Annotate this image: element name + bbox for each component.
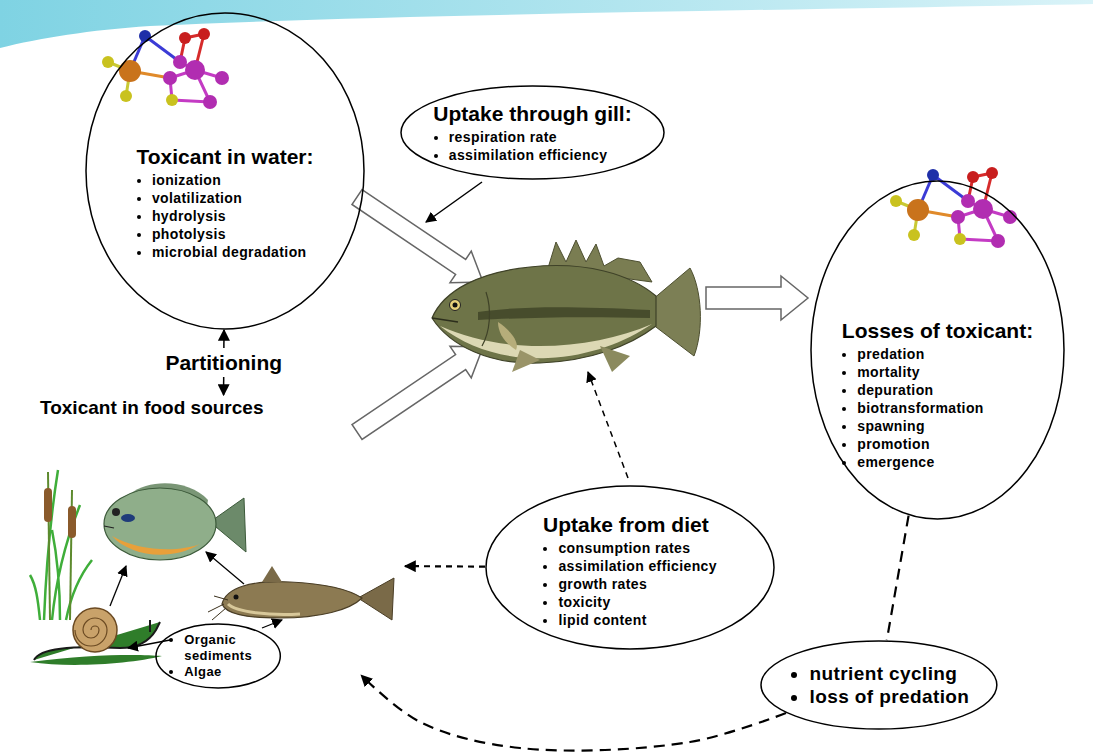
bass-mouth — [432, 318, 458, 322]
tail-fin — [652, 268, 700, 356]
bullet-item: respiration rate — [449, 128, 632, 146]
node-text-block: Losses of toxicant: predationmortalitydep… — [842, 318, 1033, 471]
bullet-item: mortality — [857, 363, 1033, 381]
catfish-eye — [234, 595, 239, 600]
snail-foot — [30, 655, 162, 665]
node-text-block: Organic sedimentsAlgae — [170, 632, 266, 680]
bass-illustration — [432, 240, 700, 372]
bullet-item: lipid content — [558, 611, 717, 629]
sunfish-belly — [112, 536, 200, 555]
lateral-stripe — [478, 307, 650, 320]
uptake-arrow — [346, 181, 493, 298]
sunfish-eye — [112, 508, 120, 516]
catfish-illustration — [208, 566, 394, 620]
shell-spiral — [75, 618, 107, 646]
gill-ellipse: Uptake through gill: respiration rateassi… — [400, 85, 665, 180]
molecule-icon — [890, 167, 1017, 248]
food-web-arrow — [262, 620, 282, 628]
bullet-item: growth rates — [558, 575, 717, 593]
sunfish-illustration — [104, 483, 246, 560]
bullet-item: assimilation efficiency — [558, 557, 717, 575]
catfish-barbels — [208, 596, 228, 620]
bullet-item: consumption rates — [558, 539, 717, 557]
outline-ellipse — [486, 486, 774, 649]
food-web-arrow — [206, 552, 244, 584]
bullet-item: microbial degradation — [152, 243, 314, 261]
node-heading: Toxicant in water: — [137, 144, 314, 169]
bullet-item: emergence — [857, 453, 1033, 471]
diet-ellipse: Uptake from diet consumption ratesassimil… — [485, 485, 775, 650]
bullet-item: hydrolysis — [152, 207, 314, 225]
catfish-belly — [228, 604, 300, 615]
bullet-item: Organic sediments — [184, 632, 266, 664]
bullet-item: loss of predation — [809, 685, 969, 708]
bullet-item: promotion — [857, 435, 1033, 453]
bullet-item: photolysis — [152, 225, 314, 243]
node-heading: Uptake through gill: — [433, 101, 631, 126]
bullet-item: toxicity — [558, 593, 717, 611]
cattail-head — [44, 488, 52, 522]
bullet-item: assimilation efficiency — [449, 146, 632, 164]
bullet-item: biotransformation — [857, 399, 1033, 417]
molecule-icon — [102, 28, 229, 109]
bullet-item: volatilization — [152, 189, 314, 207]
sunfish-body — [104, 488, 216, 560]
bullet-item: predation — [857, 345, 1033, 363]
dashed-connector — [405, 565, 485, 568]
snail-illustration — [30, 608, 162, 665]
pointer-line — [588, 372, 628, 478]
dashed-connector — [361, 675, 786, 750]
node-heading: Losses of toxicant: — [842, 318, 1033, 343]
ear-flap — [121, 514, 135, 522]
bullet-item: ionization — [152, 171, 314, 189]
node-text-block: Toxicant in food sources — [40, 395, 263, 422]
node-text-block: nutrient cyclingloss of predation — [789, 662, 970, 708]
sunfish-mouth — [104, 526, 114, 528]
snail-shell — [73, 608, 117, 652]
pointer-line — [426, 182, 482, 222]
node-outline — [85, 12, 365, 330]
bullet-item: Algae — [184, 664, 266, 680]
cycling-ellipse: nutrient cyclingloss of predation — [760, 640, 998, 730]
bullet-item: spawning — [857, 417, 1033, 435]
node-text-block: Toxicant in water: ionizationvolatilizati… — [137, 144, 314, 261]
catfish-tail — [358, 578, 394, 620]
dashed-connector — [887, 516, 909, 641]
node-heading: Toxicant in food sources — [40, 395, 263, 420]
node-text-block: Uptake through gill: respiration rateassi… — [433, 101, 631, 164]
food-web-arrow — [110, 566, 126, 606]
bullet-item: depuration — [857, 381, 1033, 399]
anal-fin — [600, 346, 630, 372]
outline-ellipse — [86, 13, 364, 329]
food-circle: Organic sedimentsAlgae Toxicant in food s… — [40, 395, 405, 735]
pectoral-fin — [498, 322, 517, 350]
outline-ellipse — [156, 624, 280, 688]
bullet-item: nutrient cycling — [809, 662, 969, 685]
node-text-block: Uptake from diet consumption ratesassimil… — [543, 512, 717, 629]
gill-cover — [482, 292, 489, 346]
cattail-illustration — [30, 470, 92, 620]
bass-pupil — [453, 303, 458, 308]
sediment-ellipse: Organic sedimentsAlgae — [155, 623, 281, 689]
outline-ellipse — [401, 86, 664, 179]
edge-label: Partitioning — [159, 348, 288, 377]
outline-ellipse — [761, 641, 997, 729]
loss-arrow — [706, 276, 808, 320]
node-heading: Uptake from diet — [543, 512, 717, 537]
node-outline — [760, 640, 998, 730]
outline-ellipse — [811, 181, 1064, 519]
bass-body — [432, 266, 656, 364]
grass-blades — [30, 470, 92, 620]
water-circle: Toxicant in water: ionizationvolatilizati… — [85, 12, 365, 330]
pelvic-fin — [512, 350, 540, 372]
losses-circle: Losses of toxicant: predationmortalitydep… — [810, 180, 1065, 520]
node-outline — [810, 180, 1065, 520]
catfish-dorsal-fin — [262, 566, 282, 582]
bass-eye — [450, 300, 461, 311]
catfish-body — [222, 582, 362, 618]
cattail-head — [68, 506, 76, 538]
header-swoosh — [0, 0, 1093, 48]
